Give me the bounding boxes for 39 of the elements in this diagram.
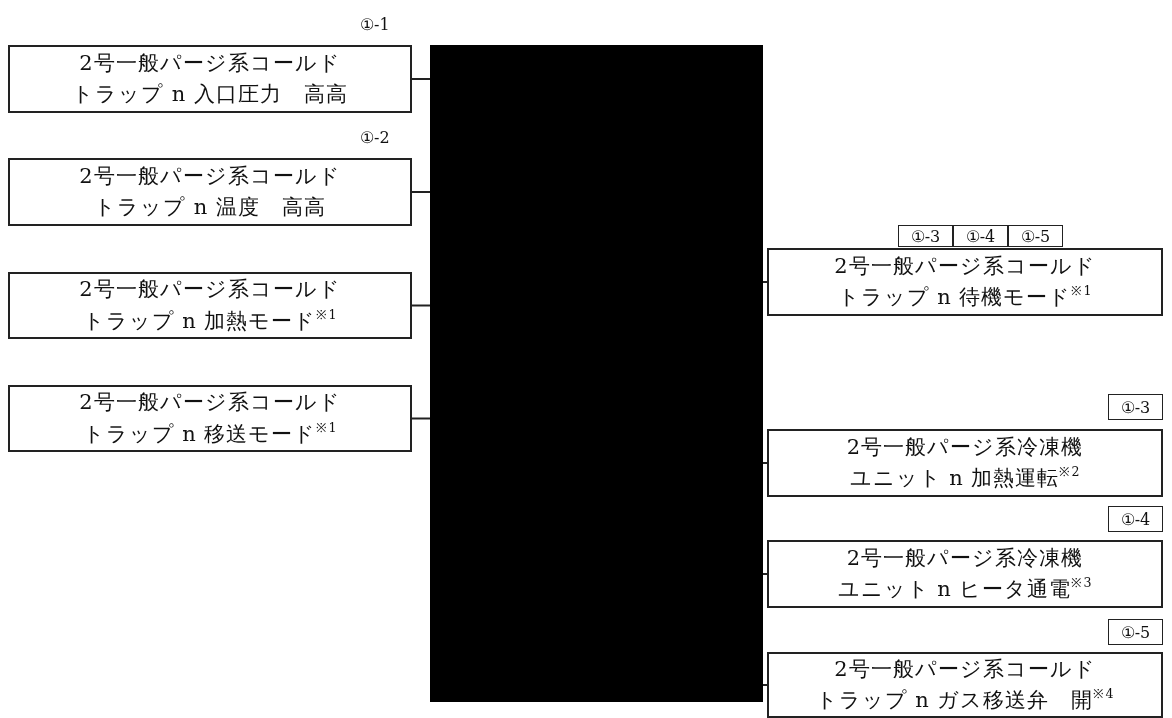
tag-box: [1108, 394, 1163, 420]
reference-label: ①-1: [360, 15, 390, 34]
label-box: [8, 385, 412, 452]
box-text: 2号一般パージ系コールドトラップ n 温度 高高: [79, 162, 341, 221]
tag-label: ①-3: [1120, 397, 1151, 417]
tag-label: ①-5: [1120, 622, 1151, 642]
box-text: 2号一般パージ系冷凍機ユニット n ヒータ通電$^{※3}$: [837, 544, 1093, 603]
box-text: 2号一般パージ系コールドトラップ n 入口圧力 高高: [72, 49, 348, 108]
label-box: [767, 248, 1163, 316]
box-text: 2号一般パージ系冷凍機ユニット n 加熱運転$^{※2}$: [846, 433, 1084, 492]
tag-label: ①-4: [965, 226, 996, 246]
tag-box: [898, 225, 953, 247]
tag-label: ①-3: [910, 226, 941, 246]
connector-line: [762, 573, 768, 575]
box-text: 2号一般パージ系コールドトラップ n 移送モード$^{※1}$: [79, 389, 341, 448]
label-box: [767, 429, 1163, 497]
box-text: 2号一般パージ系コールドトラップ n 待機モード$^{※1}$: [834, 252, 1096, 311]
connector-line: [411, 304, 431, 307]
label-box: [8, 45, 412, 113]
connector-line: [411, 417, 431, 420]
tag-label: ①-5: [1020, 226, 1051, 246]
tag-box: [1108, 619, 1163, 645]
connector-line: [762, 462, 768, 464]
reference-label: ①-2: [360, 128, 390, 147]
label-box: [8, 272, 412, 339]
redaction-block: [430, 45, 763, 702]
label-box: [8, 158, 412, 226]
connector-line: [411, 78, 431, 80]
connector-line: [762, 684, 768, 686]
tag-label: ①-4: [1120, 509, 1151, 529]
label-box: [767, 652, 1163, 718]
box-text: 2号一般パージ系コールドトラップ n 加熱モード$^{※1}$: [79, 276, 341, 335]
label-box: [767, 540, 1163, 608]
tag-box: [953, 225, 1008, 247]
tag-box: [1108, 506, 1163, 532]
connector-line: [762, 281, 768, 283]
tag-box: [1008, 225, 1063, 247]
connector-line: [411, 191, 431, 193]
box-text: 2号一般パージ系コールドトラップ n ガス移送弁 開$^{※4}$: [815, 655, 1115, 714]
